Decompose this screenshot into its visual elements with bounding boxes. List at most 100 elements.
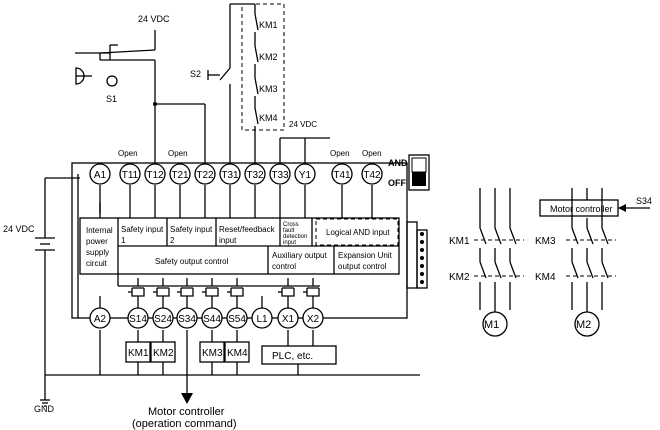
left-supply-label: 24 VDC <box>3 224 35 234</box>
expansion-connector <box>406 221 428 289</box>
terminal-t12: T12 <box>144 163 166 185</box>
safety-input-2-line1: Safety input <box>170 225 213 234</box>
terminal-label: S14 <box>129 314 147 325</box>
terminal-t41: T41 <box>331 163 353 185</box>
terminal-label: T41 <box>333 170 351 181</box>
logical-and-label: Logical AND input <box>326 228 390 237</box>
terminal-label: A1 <box>94 170 107 181</box>
output-transistor <box>153 278 170 297</box>
right-s34-label: S34 <box>636 196 652 206</box>
gnd-label: GND <box>34 404 55 414</box>
terminal-label: Y1 <box>299 170 312 181</box>
output-transistor <box>278 278 295 297</box>
terminal-s44: S44 <box>201 296 223 329</box>
terminal-label: X2 <box>307 314 320 325</box>
and-label: AND <box>388 158 408 168</box>
open-label-t42: Open <box>362 149 382 158</box>
output-transistor <box>177 278 194 297</box>
terminal-label: T22 <box>196 170 214 181</box>
s1-emergency-stop: S1 24 VDC <box>75 14 170 104</box>
top-terminal-row: A1 T11 T12 T21 T22 T31 T32 T33 Y1 T41 T42 <box>89 163 383 185</box>
internal-blocks: Internal power supply circuit Safety inp… <box>79 217 400 275</box>
terminal-s54: S54 <box>226 296 248 329</box>
terminal-label: S34 <box>178 314 196 325</box>
internal-power-line1: Internal <box>86 226 113 235</box>
cross-fault-line1: Cross <box>283 222 299 228</box>
top-input-wiring: Open Open Open Open <box>118 102 382 163</box>
terminal-label: A2 <box>94 314 107 325</box>
terminal-t21: T21 <box>169 163 191 185</box>
terminal-label: T11 <box>122 170 139 181</box>
terminal-t33: T33 <box>269 163 291 185</box>
terminal-a1: A1 <box>89 163 111 185</box>
terminal-x2: X2 <box>302 296 324 329</box>
open-label-t11: Open <box>118 149 138 158</box>
output-transistors <box>128 278 320 297</box>
terminal-t22: T22 <box>194 163 216 185</box>
s2-label: S2 <box>190 69 201 79</box>
right-motor-controller-label: Motor controller <box>550 204 613 214</box>
terminal-s24: S24 <box>152 296 174 329</box>
reset-feedback-line1: Reset/feedback <box>219 225 276 234</box>
right-km4-label: KM4 <box>535 272 556 283</box>
right-km2-label: KM2 <box>449 272 470 283</box>
km3-contact-label: KM3 <box>259 84 278 94</box>
open-label-t41: Open <box>330 149 350 158</box>
km2-contact-label: KM2 <box>259 52 278 62</box>
safety-input-2-line2: 2 <box>170 236 175 245</box>
expansion-line1: Expansion Unit <box>338 251 393 260</box>
terminal-t11: T11 <box>119 163 141 185</box>
m2-label: M2 <box>576 319 591 331</box>
km-feedback-contacts: KM1 KM2 KM3 KM4 <box>241 3 285 163</box>
aux-output-line1: Auxiliary output <box>272 251 327 260</box>
and-off-switch[interactable]: AND OFF <box>388 154 430 191</box>
output-transistor <box>227 278 244 297</box>
m1-label: M1 <box>484 319 499 331</box>
terminal-s34: S34 <box>176 296 198 329</box>
internal-power-line4: circuit <box>86 259 108 268</box>
reset-feedback-line2: input <box>219 236 237 245</box>
motor-controller-caption-1: Motor controller <box>148 406 225 418</box>
off-label: OFF <box>388 178 406 188</box>
load-km3-label: KM3 <box>202 348 223 359</box>
s1-label: S1 <box>106 94 117 104</box>
terminal-label: S24 <box>154 314 172 325</box>
terminal-s14: S14 <box>127 296 149 329</box>
t33-y1-wiring: 24 VDC <box>279 120 330 163</box>
safety-input-1-line2: 1 <box>121 236 126 245</box>
top-supply-label: 24 VDC <box>138 14 170 24</box>
load-km1-label: KM1 <box>128 348 149 359</box>
terminal-t42: T42 <box>361 163 383 185</box>
terminal-label: T42 <box>363 170 381 181</box>
output-transistor <box>303 278 320 297</box>
s2-reset-switch: S2 <box>190 3 255 163</box>
cross-fault-line4: input <box>283 240 296 246</box>
terminal-x1: X1 <box>277 296 299 329</box>
terminal-t32: T32 <box>244 163 266 185</box>
m2-motor-circuit: M2 KM3 KM4 Motor controller S34 <box>535 188 652 337</box>
right-km1-label: KM1 <box>449 236 470 247</box>
output-transistor <box>202 278 219 297</box>
terminal-t31: T31 <box>219 163 241 185</box>
output-transistor <box>128 278 145 297</box>
km4-contact-label: KM4 <box>259 113 278 123</box>
m1-motor-circuit: M1 KM1 KM2 <box>449 188 524 337</box>
cross-fault-line2: fault <box>283 228 295 234</box>
terminal-l1: L1 <box>251 296 273 329</box>
safety-output-label: Safety output control <box>155 257 229 266</box>
load-km4-label: KM4 <box>227 348 248 359</box>
internal-power-line3: supply <box>86 248 109 257</box>
terminal-label: S54 <box>228 314 246 325</box>
bottom-loads: KM1 KM2 KM3 KM4 PLC, etc. Motor controll… <box>99 330 337 430</box>
internal-wiring <box>77 174 373 318</box>
terminal-label: T21 <box>171 170 189 181</box>
terminal-label: T12 <box>146 170 164 181</box>
terminal-label: T33 <box>271 170 289 181</box>
safety-input-1-line1: Safety input <box>121 225 164 234</box>
terminal-label: T31 <box>221 170 239 181</box>
terminal-label: X1 <box>282 314 295 325</box>
left-power-supply: 24 VDC GND <box>3 177 420 414</box>
expansion-line2: output control <box>338 262 387 271</box>
